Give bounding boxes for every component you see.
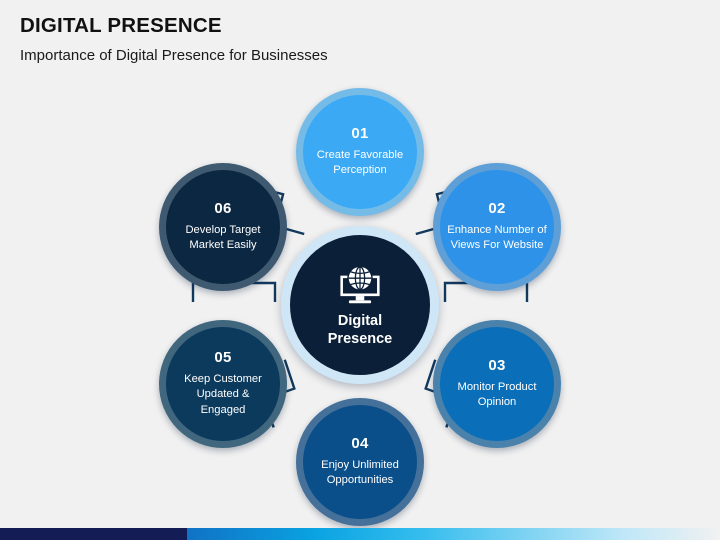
node-02[interactable]: 02 Enhance Number of Views For Website (433, 163, 561, 291)
globe-monitor-icon (340, 265, 380, 304)
page-subtitle: Importance of Digital Presence for Busin… (20, 46, 328, 64)
bottom-accent-bar (0, 528, 720, 540)
node-number: 03 (488, 356, 506, 374)
node-03[interactable]: 03 Monitor Product Opinion (433, 320, 561, 448)
node-label: Create Favorable Perception (316, 148, 404, 176)
node-label: Keep Customer Updated & Engaged (184, 373, 262, 416)
hub-label-line2: Presence (327, 330, 393, 347)
node-number: 04 (351, 434, 369, 452)
bottom-bar-gradient-segment (187, 528, 720, 540)
header: DIGITAL PRESENCE Importance of Digital P… (20, 14, 680, 65)
node-number: 06 (214, 199, 232, 217)
node-number: 05 (214, 349, 232, 367)
node-label: Develop Target Market Easily (185, 223, 261, 251)
node-label: Enhance Number of Views For Website (447, 223, 547, 251)
node-number: 02 (488, 199, 506, 217)
node-04[interactable]: 04 Enjoy Unlimited Opportunities (296, 398, 424, 526)
node-05[interactable]: 05 Keep Customer Updated & Engaged (159, 320, 287, 448)
bottom-bar-dark-segment (0, 528, 187, 540)
hub-label-line1: Digital (337, 312, 383, 329)
node-label: Monitor Product Opinion (457, 380, 537, 408)
node-label: Enjoy Unlimited Opportunities (321, 458, 399, 486)
hub-label: Digital Presence (328, 313, 393, 348)
node-06[interactable]: 06 Develop Target Market Easily (159, 163, 287, 291)
node-number: 01 (351, 124, 369, 142)
page-title: DIGITAL PRESENCE (20, 14, 222, 37)
node-01[interactable]: 01 Create Favorable Perception (296, 88, 424, 216)
hub-node[interactable]: Digital Presence (281, 226, 439, 384)
